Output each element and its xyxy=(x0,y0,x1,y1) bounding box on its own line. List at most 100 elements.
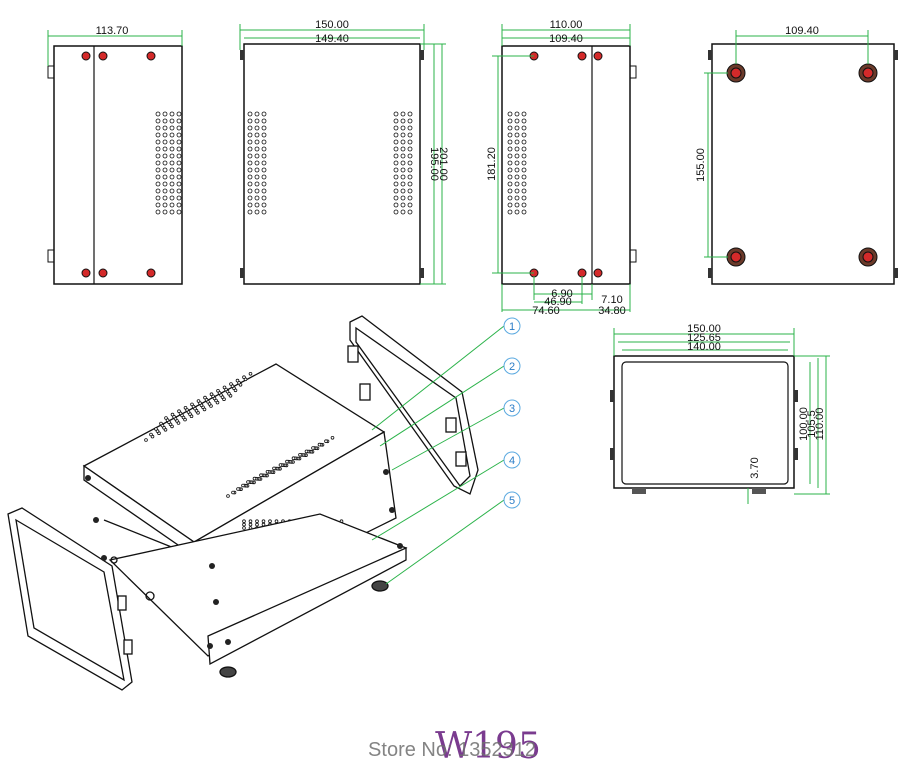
vent-hole xyxy=(261,181,267,187)
view1-outline xyxy=(53,45,183,285)
vent-hole xyxy=(254,202,260,208)
vent-hole xyxy=(176,174,182,180)
view5-foot-left xyxy=(632,488,646,494)
vent-hole xyxy=(169,195,175,201)
vent-hole xyxy=(255,522,259,527)
vent-hole xyxy=(393,188,399,194)
vent-hole xyxy=(393,111,399,117)
exploded-assembly xyxy=(7,315,479,691)
vent-hole xyxy=(176,195,182,201)
view3-bottom-a-label: 6.90 xyxy=(551,288,572,300)
vent-hole xyxy=(261,195,267,201)
view4-corner-br xyxy=(894,268,898,278)
vent-hole xyxy=(247,118,253,124)
vent-hole xyxy=(222,385,227,390)
view1-screws xyxy=(81,51,156,278)
vent-hole xyxy=(162,139,168,145)
vent-hole xyxy=(521,132,527,138)
vent-hole xyxy=(304,449,309,454)
vent-hole xyxy=(176,181,182,187)
vent-hole xyxy=(144,438,148,442)
vent-hole xyxy=(514,202,520,208)
view3-outer-width-label: 110.00 xyxy=(550,19,583,31)
vent-hole xyxy=(183,405,188,410)
vent-hole xyxy=(254,188,260,194)
view4-feet xyxy=(726,63,878,267)
vent-hole xyxy=(216,388,220,393)
view3-bottom-b-label: 46.90 xyxy=(544,296,572,308)
vent-hole xyxy=(514,160,520,166)
vent-hole xyxy=(514,125,520,131)
vent-hole xyxy=(236,487,240,491)
vent-hole xyxy=(407,188,413,194)
cover-vents-top xyxy=(144,371,253,442)
vent-hole xyxy=(176,202,182,208)
vent-hole xyxy=(252,476,257,481)
vent-hole xyxy=(242,522,246,527)
callout-1-label: 1 xyxy=(509,321,515,333)
view5-width-b-label: 125.65 xyxy=(687,332,721,344)
vent-hole xyxy=(176,132,182,138)
vent-hole xyxy=(393,132,399,138)
vent-hole xyxy=(407,167,413,173)
vent-hole xyxy=(521,188,527,194)
vent-hole xyxy=(514,188,520,194)
vent-hole xyxy=(259,473,263,478)
vent-hole xyxy=(169,125,175,131)
vent-hole xyxy=(176,209,182,215)
view5-panel xyxy=(621,361,789,485)
vent-hole xyxy=(521,167,527,173)
callout-3-label: 3 xyxy=(509,403,515,415)
vent-hole xyxy=(162,118,168,124)
view5-height-b-label: 105.5 xyxy=(806,410,818,438)
vent-hole xyxy=(261,118,267,124)
vent-hole xyxy=(507,118,513,124)
vent-hole xyxy=(155,125,161,131)
vent-hole xyxy=(247,125,253,131)
vent-hole xyxy=(521,174,527,180)
view-top: 150.00 149.40 195.00 201.00 xyxy=(239,19,449,285)
vent-hole xyxy=(261,111,267,117)
vent-hole xyxy=(176,146,182,152)
vent-hole xyxy=(162,132,168,138)
vent-hole xyxy=(400,125,406,131)
vent-hole xyxy=(254,195,260,201)
vent-hole xyxy=(247,202,253,208)
vent-hole xyxy=(255,519,259,523)
vent-hole xyxy=(254,167,260,173)
vent-hole xyxy=(507,153,513,159)
vent-hole xyxy=(162,167,168,173)
vent-hole xyxy=(400,160,406,166)
vent-hole xyxy=(155,153,161,159)
vent-hole xyxy=(400,118,406,124)
vent-hole xyxy=(521,153,527,159)
view1-width-dimension: 113.70 xyxy=(47,25,183,66)
vent-hole xyxy=(248,371,253,376)
vent-hole xyxy=(169,139,175,145)
view-bottom: 109.40 155.00 xyxy=(695,25,898,285)
vent-hole xyxy=(235,378,240,383)
vent-hole xyxy=(162,174,168,180)
vent-hole xyxy=(514,195,520,201)
vent-hole xyxy=(169,153,175,159)
view5-foot-right xyxy=(752,488,766,494)
vent-hole xyxy=(507,167,513,173)
vent-hole xyxy=(254,153,260,159)
vent-hole xyxy=(247,188,253,194)
view2-corner-br xyxy=(420,268,424,278)
vent-hole xyxy=(507,111,513,117)
vent-hole xyxy=(162,202,168,208)
vent-hole xyxy=(393,118,399,124)
vent-hole xyxy=(247,209,253,215)
vent-hole xyxy=(393,167,399,173)
vent-hole xyxy=(261,209,267,215)
vent-hole xyxy=(407,132,413,138)
vent-hole xyxy=(278,463,283,467)
view1-tab-top xyxy=(47,65,55,79)
vent-hole xyxy=(247,139,253,145)
vent-hole xyxy=(507,209,513,215)
vent-hole xyxy=(400,181,406,187)
view3-dimensions: 110.00 109.40 181.20 6.90 46.90 7.10 74.… xyxy=(486,19,631,317)
cover-vents-middle xyxy=(226,435,335,498)
